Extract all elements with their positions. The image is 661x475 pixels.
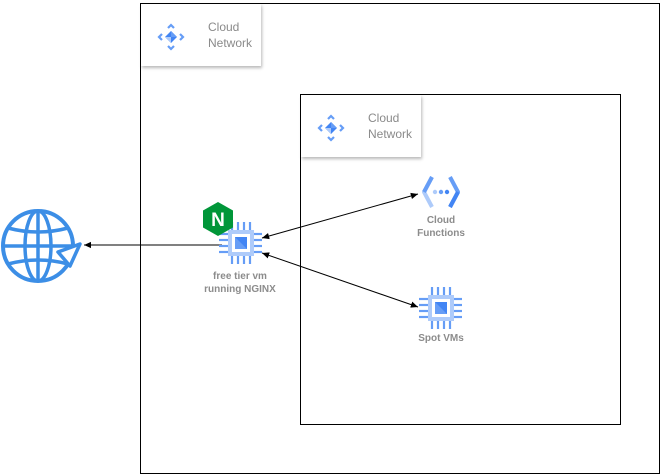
- vm-node-label: free tier vm running NGINX: [180, 270, 300, 296]
- cloud-functions-label-line2: Functions: [417, 228, 465, 239]
- cloud-functions-node-label: Cloud Functions: [396, 214, 486, 240]
- vm-to-spot-vms-connector: [261, 252, 419, 308]
- nginx-logo-letter: N: [211, 210, 225, 231]
- outer-cloud-network-boundary: [140, 3, 660, 474]
- cloud-network-label-line1: Cloud: [208, 20, 240, 34]
- nginx-logo-icon: N: [203, 202, 233, 236]
- cloud-network-label-inner: Cloud Network: [368, 110, 412, 142]
- vm-label-line2: running NGINX: [204, 284, 276, 295]
- cloud-network-card-outer: Cloud Network: [141, 4, 261, 66]
- cloud-network-label-outer: Cloud Network: [208, 19, 252, 51]
- compute-engine-icon: [419, 287, 462, 329]
- vm-label-line1: free tier vm: [213, 271, 267, 282]
- compute-engine-icon: [219, 222, 262, 264]
- cloud-functions-icon: [422, 176, 460, 208]
- cloud-network-icon: [317, 114, 345, 142]
- cloud-functions-label-line1: Cloud: [426, 215, 456, 226]
- cloud-network-label-line2: Network: [368, 127, 413, 141]
- cloud-network-label-line2: Network: [208, 36, 253, 50]
- vm-to-cloud-functions-connector: [261, 192, 419, 240]
- cloud-network-label-line1: Cloud: [368, 111, 400, 125]
- cloud-network-icon: [157, 23, 185, 51]
- globe-icon: [1, 209, 82, 283]
- cloud-network-card-inner: Cloud Network: [301, 95, 421, 157]
- spot-vms-node-label: Spot VMs: [396, 332, 486, 345]
- spot-vms-label-line1: Spot VMs: [418, 333, 464, 344]
